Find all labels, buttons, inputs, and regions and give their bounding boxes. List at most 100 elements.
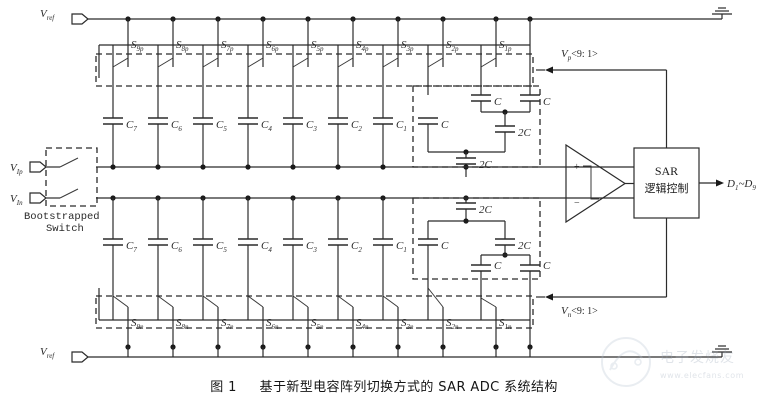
- svg-text:S5p: S5p: [311, 39, 324, 53]
- cap-sub-c1: 1: [403, 125, 407, 133]
- switch-label-s7p: S: [221, 39, 227, 51]
- bottom-bridge-cap-top-2c-label: 2C: [479, 204, 493, 216]
- bottom-cap-label-c5: C: [216, 240, 224, 252]
- bottom-cap-sub-c4: 4: [268, 246, 272, 254]
- top-switch-col-6[interactable]: [337, 16, 356, 118]
- switch-sub-s2p: 2p: [452, 45, 460, 53]
- top-switch-col-4[interactable]: [247, 16, 266, 118]
- top-cap-c7: C7: [103, 117, 137, 167]
- bottom-bridge-cap-mid-bottom-label: C: [494, 260, 502, 272]
- bridge-cap-right-top-label: C: [543, 96, 551, 108]
- switch-label-s1n: S: [499, 317, 505, 329]
- switch-label-s3p: S: [401, 39, 407, 51]
- svg-text:S3p: S3p: [401, 39, 414, 53]
- switch-sub-s1p: 1p: [505, 45, 513, 53]
- svg-text:C3: C3: [306, 119, 317, 133]
- switch-sub-s7n: 7n: [227, 323, 235, 331]
- svg-text:C4: C4: [261, 240, 272, 254]
- switch-sub-s3p: 3p: [406, 45, 415, 53]
- svg-text:C2: C2: [351, 240, 362, 254]
- switch-label-s9n: S: [131, 317, 137, 329]
- switch-sub-s8p: 8p: [182, 45, 190, 53]
- bottom-switch-col-9[interactable]: [480, 297, 499, 350]
- bottom-bridge-cap-left-label: C: [441, 240, 449, 252]
- bottom-cap-label-c6: C: [171, 240, 179, 252]
- cap-label-c7: C: [126, 119, 134, 131]
- bridge-cap-mid-top-label: C: [494, 96, 502, 108]
- cap-label-c3: C: [306, 119, 314, 131]
- svg-text:S6n: S6n: [266, 317, 279, 331]
- top-cap-c4: C4: [238, 117, 272, 167]
- bottom-switch-col-2[interactable]: [157, 295, 176, 350]
- switch-sub-s4n: 4n: [362, 323, 370, 331]
- svg-text:C6: C6: [171, 119, 182, 133]
- svg-text:S1n: S1n: [499, 317, 512, 331]
- top-bridge-network: C C C 2C: [418, 94, 551, 177]
- comparator-minus-label: −: [574, 198, 580, 209]
- sar-block-label-1: SAR: [655, 164, 678, 178]
- svg-text:C7: C7: [126, 240, 137, 254]
- vref-bottom-terminal: [71, 347, 722, 363]
- switch-sub-s2n: 2n: [452, 323, 460, 331]
- vref-bottom-label: Vref: [40, 346, 55, 360]
- top-cap-c5: C5: [193, 117, 227, 167]
- bottom-cap-sub-c6: 6: [178, 246, 182, 254]
- bottom-cap-c1: C1: [373, 198, 407, 296]
- switch-label-s1p: S: [499, 39, 505, 51]
- switch-label-s5n: S: [311, 317, 317, 329]
- bottom-feedback-bus: [536, 218, 668, 301]
- sar-logic-block[interactable]: SAR 逻辑控制: [633, 147, 700, 219]
- top-switch-col-10[interactable]: [527, 16, 533, 95]
- comparator: + −: [565, 143, 627, 224]
- bottom-switch-col-5[interactable]: [292, 295, 311, 350]
- top-feedback-bus-label: Vp<9: 1>: [561, 48, 598, 62]
- bootstrapped-switch-label-1: Bootstrapped: [24, 211, 100, 223]
- switch-label-s2n: S: [446, 317, 452, 329]
- cap-sub-c4: 4: [268, 125, 272, 133]
- svg-text:S1p: S1p: [499, 39, 512, 53]
- top-cap-c2: C2: [328, 117, 362, 167]
- cap-sub-c5: 5: [223, 125, 227, 133]
- top-switch-col-8[interactable]: [427, 16, 446, 95]
- bottom-cap-sub-c3: 3: [312, 246, 317, 254]
- bottom-cap-c7: C7: [103, 198, 137, 296]
- switch-sub-s6p: 6p: [272, 45, 280, 53]
- bottom-switch-col-6[interactable]: [337, 295, 356, 350]
- bottom-switch-col-3[interactable]: [202, 295, 221, 350]
- switch-sub-s5p: 5p: [317, 45, 325, 53]
- bottom-switch-labels: S9n S8n S7n S6n S5n S4n S3n S2n S1n: [131, 317, 512, 331]
- top-switch-col-9[interactable]: [480, 16, 499, 95]
- svg-text:S8p: S8p: [176, 39, 189, 53]
- bottom-cap-c3: C3: [283, 198, 317, 296]
- bottom-capacitor-row: C7 C6 C5 C4: [103, 198, 407, 296]
- bottom-switch-col-4[interactable]: [247, 295, 266, 350]
- comparator-input-wires: [566, 166, 634, 199]
- top-switch-col-7[interactable]: [382, 16, 401, 118]
- bottom-switch-col-1[interactable]: [112, 295, 131, 350]
- bottom-cap-c5: C5: [193, 198, 227, 296]
- switch-label-s9p: S: [131, 39, 137, 51]
- figure-caption-number: 图 1: [210, 380, 237, 395]
- top-switch-col-2[interactable]: [157, 16, 176, 118]
- bootstrapped-switch-block[interactable]: [29, 147, 98, 207]
- sar-output-arrow: [699, 179, 724, 187]
- cap-sub-c3: 3: [312, 125, 317, 133]
- switch-sub-s3n: 3n: [406, 323, 415, 331]
- svg-text:C1: C1: [396, 119, 407, 133]
- bottom-cap-label-c1: C: [396, 240, 404, 252]
- bottom-switch-col-7[interactable]: [382, 295, 401, 350]
- cap-label-c5: C: [216, 119, 224, 131]
- top-feedback-bus: [536, 66, 668, 148]
- bootstrapped-switch-label-2: Switch: [46, 223, 84, 235]
- vip-rail-nodes: [110, 164, 386, 170]
- digital-output-label: D1~D9: [726, 178, 756, 192]
- top-switch-col-3[interactable]: [202, 16, 221, 118]
- top-cap-c6: C6: [148, 117, 182, 167]
- switch-label-s6n: S: [266, 317, 272, 329]
- top-switch-col-5[interactable]: [292, 16, 311, 118]
- switch-label-s6p: S: [266, 39, 272, 51]
- bottom-bridge-dashed-box: [412, 197, 541, 280]
- top-switch-col-1[interactable]: [112, 16, 131, 118]
- switch-label-s8n: S: [176, 317, 182, 329]
- bottom-switch-col-8[interactable]: [427, 287, 446, 350]
